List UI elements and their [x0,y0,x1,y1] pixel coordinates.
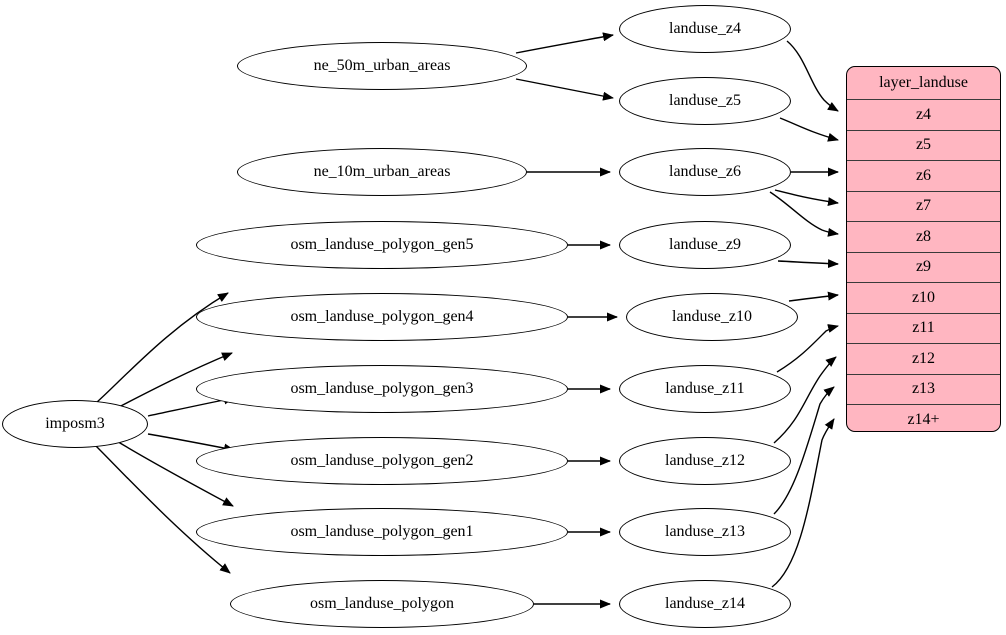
node-label: osm_landuse_polygon_gen5 [290,236,474,253]
table-cell-label: z9 [915,258,932,276]
node-label: landuse_z5 [669,92,741,109]
edge-lz9-to-z9 [777,259,839,269]
layer-landuse-table[interactable]: layer_landuse z4 z5 z6 z7 z8 z9 z10 z11 z12 z13 z1… [846,66,1001,432]
node-label: landuse_z13 [665,523,745,540]
intermediate-node-lz13[interactable]: landuse_z13 [619,508,791,556]
table-cell-label: z6 [915,166,932,184]
table-cell-label: z12 [911,349,936,367]
intermediate-node-lz9[interactable]: landuse_z9 [619,221,791,269]
table-header: layer_landuse [879,74,968,91]
table-row-z12[interactable]: z12 [847,343,1000,374]
edge-ne50-to-lz4 [515,32,614,54]
source-node-ne10[interactable]: ne_10m_urban_areas [237,148,527,196]
table-row-z11[interactable]: z11 [847,312,1000,344]
table-row-z8[interactable]: z8 [847,221,1000,252]
node-label: landuse_z12 [665,452,745,469]
table-cell-label: z10 [911,288,936,306]
table-row-z13[interactable]: z13 [847,373,1000,405]
node-label: osm_landuse_polygon [310,595,454,612]
table-cell-label: z14+ [907,410,940,428]
table-cell-label: z4 [915,105,932,123]
edge-lz4-to-z4 [786,40,839,112]
intermediate-node-lz6[interactable]: landuse_z6 [619,148,791,196]
node-label: ne_50m_urban_areas [313,57,451,74]
intermediate-node-lz12[interactable]: landuse_z12 [619,437,791,485]
edge-lz5-to-z5 [779,117,839,142]
table-cell-label: z7 [915,197,932,215]
edge-imposm3-to-poly [93,443,231,574]
edge-lz6-to-z7 [774,189,839,207]
node-label: landuse_z14 [665,595,745,612]
table-cell-label: z13 [911,380,936,398]
node-label: landuse_z11 [665,380,745,397]
table-row-z6[interactable]: z6 [847,160,1000,191]
table-cell-label: z11 [912,319,935,337]
node-label: landuse_z9 [669,236,741,253]
edge-imposm3-to-gen1 [114,439,234,507]
source-node-gen2[interactable]: osm_landuse_polygon_gen2 [196,437,568,485]
node-label: osm_landuse_polygon_gen1 [290,523,474,540]
table-row-z14p[interactable]: z14+ [847,404,1000,431]
source-node-gen3[interactable]: osm_landuse_polygon_gen3 [196,365,568,413]
table-cell-label: z8 [915,227,932,245]
source-node-gen5[interactable]: osm_landuse_polygon_gen5 [196,221,568,269]
edge-imposm3-to-gen5 [95,292,229,404]
intermediate-node-lz4[interactable]: landuse_z4 [619,5,791,53]
table-cell-label: z5 [915,136,932,154]
source-node-gen4[interactable]: osm_landuse_polygon_gen4 [196,293,568,341]
edge-lz6-to-z8 [769,191,839,237]
intermediate-node-lz14[interactable]: landuse_z14 [619,580,791,628]
node-label: landuse_z6 [669,163,741,180]
node-label: landuse_z10 [672,308,752,325]
node-label: landuse_z4 [669,20,741,37]
source-node-ne50[interactable]: ne_50m_urban_areas [237,42,527,90]
edge-lz14-to-z14p [771,418,835,588]
edge-imposm3-to-gen4 [114,352,233,410]
edge-imposm3-to-gen2 [147,433,235,453]
source-node-imposm3[interactable]: imposm3 [2,400,148,448]
table-row-z7[interactable]: z7 [847,190,1000,222]
node-label: osm_landuse_polygon_gen3 [290,380,474,397]
intermediate-node-lz10[interactable]: landuse_z10 [626,293,798,341]
edge-lz13-to-z13 [773,386,835,515]
node-label: imposm3 [45,415,105,432]
table-row-z5[interactable]: z5 [847,129,1000,161]
table-row-z9[interactable]: z9 [847,251,1000,283]
node-label: osm_landuse_polygon_gen4 [290,308,474,325]
intermediate-node-lz5[interactable]: landuse_z5 [619,77,791,125]
source-node-poly[interactable]: osm_landuse_polygon [230,580,534,628]
table-row-z10[interactable]: z10 [847,282,1000,313]
node-label: ne_10m_urban_areas [313,163,451,180]
node-label: osm_landuse_polygon_gen2 [290,452,474,469]
edge-lz11-to-z11 [776,324,839,373]
edge-ne50-to-lz5 [515,78,614,101]
edge-lz10-to-z10 [788,291,839,302]
table-row-z4[interactable]: z4 [847,99,1000,130]
intermediate-node-lz11[interactable]: landuse_z11 [619,365,791,413]
source-node-gen1[interactable]: osm_landuse_polygon_gen1 [196,508,568,556]
edge-lz12-to-z12 [773,356,837,444]
